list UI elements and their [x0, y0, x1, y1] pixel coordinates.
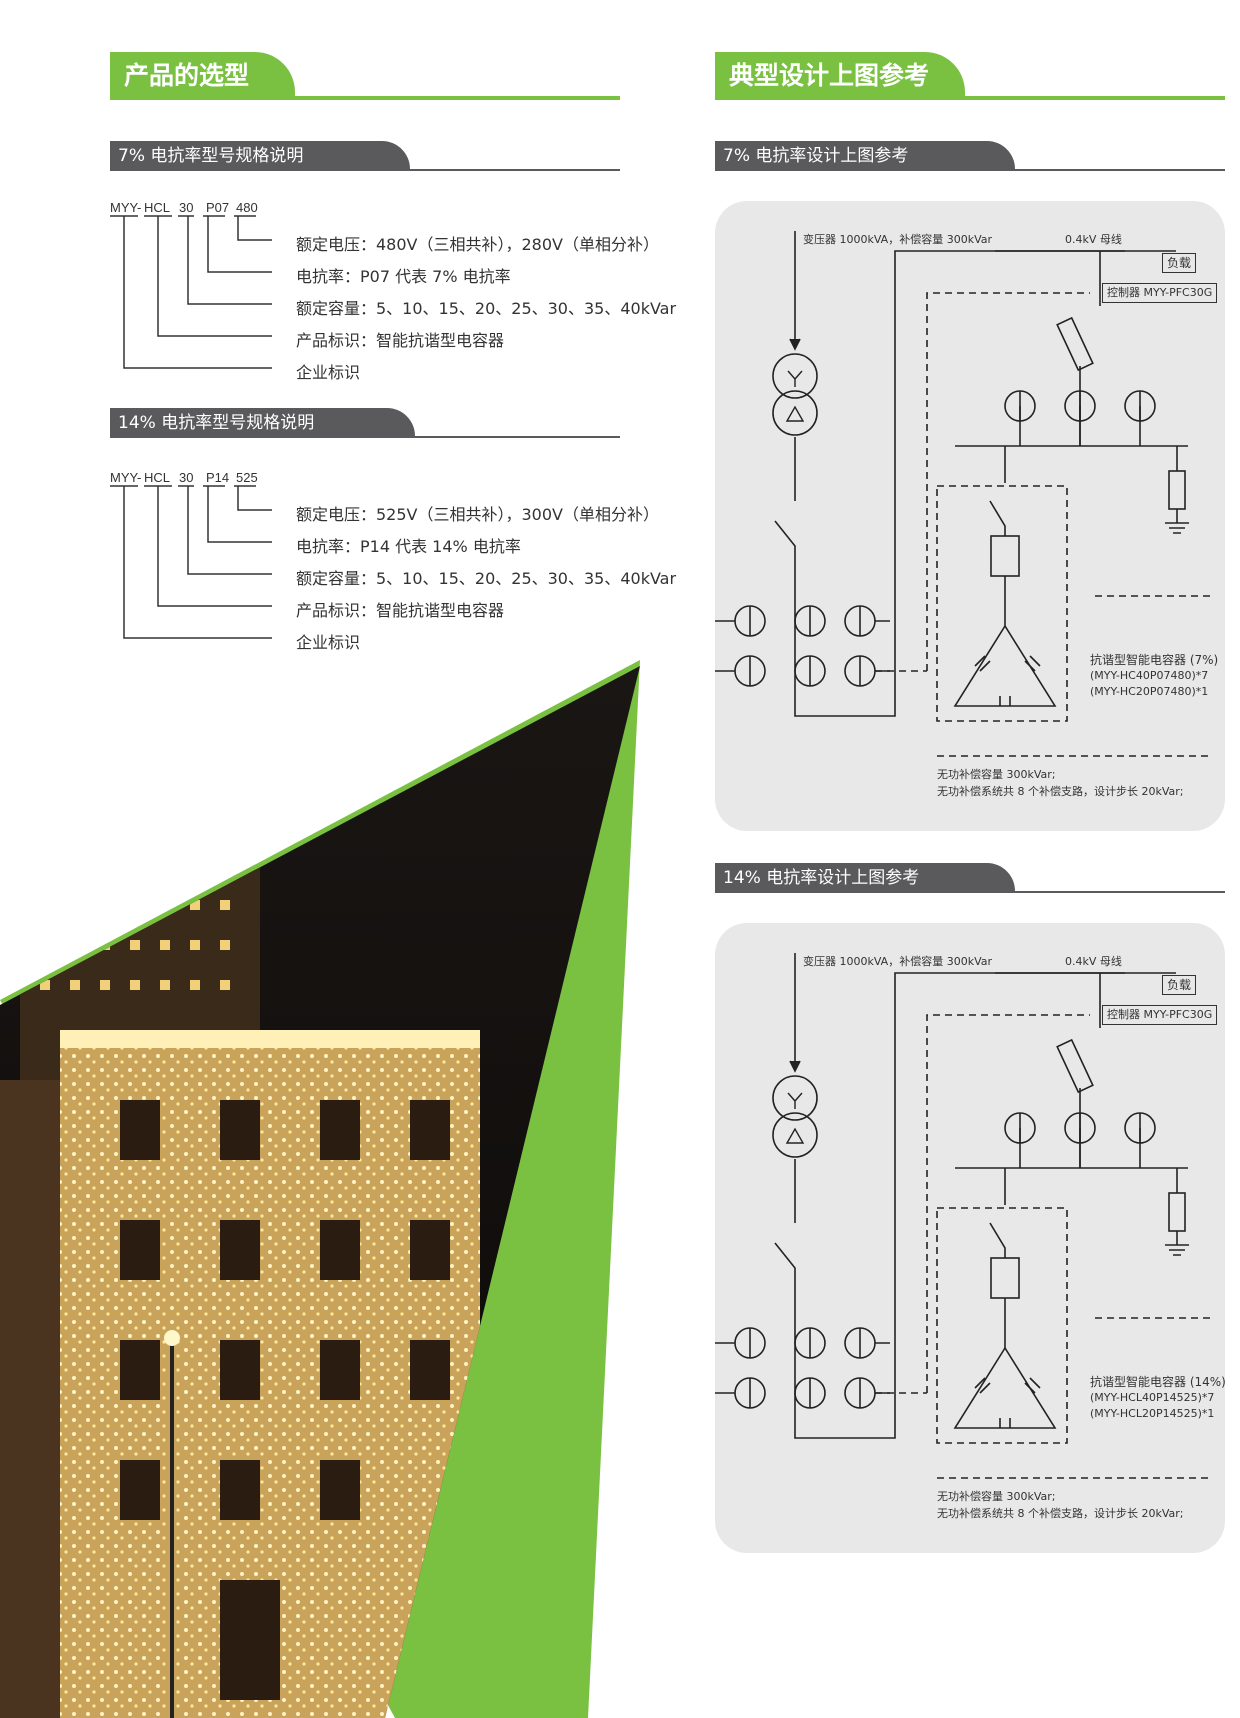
transformer-label: 变压器 1000kVA，补偿容量 300kVar — [803, 233, 993, 246]
capacitor-title: 抗谐型智能电容器 (7%) — [1090, 653, 1219, 667]
spec7-line-capacity: 额定容量：5、10、15、20、25、30、35、40kVar — [296, 299, 677, 318]
spec7-title: 7% 电抗率型号规格说明 — [110, 141, 410, 171]
spec7-bracket-lines — [110, 215, 272, 369]
capacitor-model-1: (MYY-HC40P07480)*7 — [1090, 669, 1209, 682]
code-company: MYY- — [110, 200, 142, 215]
code-capacity: 30 — [179, 470, 194, 485]
load-box: 负载 — [1162, 975, 1197, 995]
capacitor-model-2: (MYY-HC20P07480)*1 — [1090, 685, 1209, 698]
design7-panel: 变压器 1000kVA，补偿容量 300kVar 0.4kV 母线 负载 控制器… — [715, 201, 1225, 831]
note-branches: 无功补偿系统共 8 个补偿支路，设计步长 20kVar; — [937, 785, 1184, 798]
code-capacity: 30 — [179, 200, 194, 215]
code-product: HCL — [144, 470, 171, 485]
spec7-line-product: 产品标识：智能抗谐型电容器 — [296, 331, 505, 350]
design7-wiring-diagram — [715, 231, 1210, 757]
section-underline — [110, 96, 620, 100]
section-title-design: 典型设计上图参考 — [715, 52, 965, 99]
spec7-line-voltage: 额定电压：480V（三相共补），280V（单相分补） — [296, 235, 659, 254]
controller-box: 控制器 MYY-PFC30G — [1102, 283, 1218, 303]
spec14-line-capacity: 额定容量：5、10、15、20、25、30、35、40kVar — [296, 569, 677, 588]
code-company: MYY- — [110, 470, 142, 485]
spec14-line-reactance: 电抗率：P14 代表 14% 电抗率 — [296, 537, 521, 556]
code-reactance: P14 — [206, 470, 230, 485]
design14-wiring-diagram — [715, 953, 1210, 1479]
design14-title: 14% 电抗率设计上图参考 — [715, 863, 1015, 893]
section-title-selection: 产品的选型 — [110, 52, 295, 99]
capacitor-title: 抗谐型智能电容器 (14%) — [1090, 1375, 1226, 1389]
capacitor-model-1: (MYY-HCL40P14525)*7 — [1090, 1391, 1215, 1404]
spec14-underline — [110, 436, 620, 438]
design14-panel: 变压器 1000kVA，补偿容量 300kVar 0.4kV 母线 负载 控制器… — [715, 923, 1226, 1553]
design7-underline — [715, 169, 1225, 171]
section-underline-right — [715, 96, 1225, 100]
capacitor-model-2: (MYY-HCL20P14525)*1 — [1090, 1407, 1215, 1420]
building-photo-decor — [0, 660, 640, 1718]
design14-underline — [715, 891, 1225, 893]
spec7-line-reactance: 电抗率：P07 代表 7% 电抗率 — [296, 267, 511, 286]
spec14-bracket-lines — [110, 485, 272, 639]
note-capacity: 无功补偿容量 300kVar; — [937, 768, 1056, 781]
design7-title: 7% 电抗率设计上图参考 — [715, 141, 1015, 171]
note-branches: 无功补偿系统共 8 个补偿支路，设计步长 20kVar; — [937, 1507, 1184, 1520]
transformer-label: 变压器 1000kVA，补偿容量 300kVar — [803, 955, 993, 968]
spec7-underline — [110, 169, 620, 171]
controller-box: 控制器 MYY-PFC30G — [1102, 1005, 1218, 1025]
spec14-line-product: 产品标识：智能抗谐型电容器 — [296, 601, 505, 620]
bus-label: 0.4kV 母线 — [1065, 233, 1122, 246]
code-product: HCL — [144, 200, 171, 215]
spec14-line-voltage: 额定电压：525V（三相共补），300V（单相分补） — [296, 505, 659, 524]
code-reactance: P07 — [206, 200, 230, 215]
code-voltage: 525 — [236, 470, 258, 485]
code-voltage: 480 — [236, 200, 258, 215]
bus-label: 0.4kV 母线 — [1065, 955, 1122, 968]
spec7-line-company: 企业标识 — [296, 363, 361, 382]
spec14-title: 14% 电抗率型号规格说明 — [110, 408, 415, 438]
load-box: 负载 — [1162, 253, 1197, 273]
spec14-line-company: 企业标识 — [296, 633, 361, 652]
note-capacity: 无功补偿容量 300kVar; — [937, 1490, 1056, 1503]
